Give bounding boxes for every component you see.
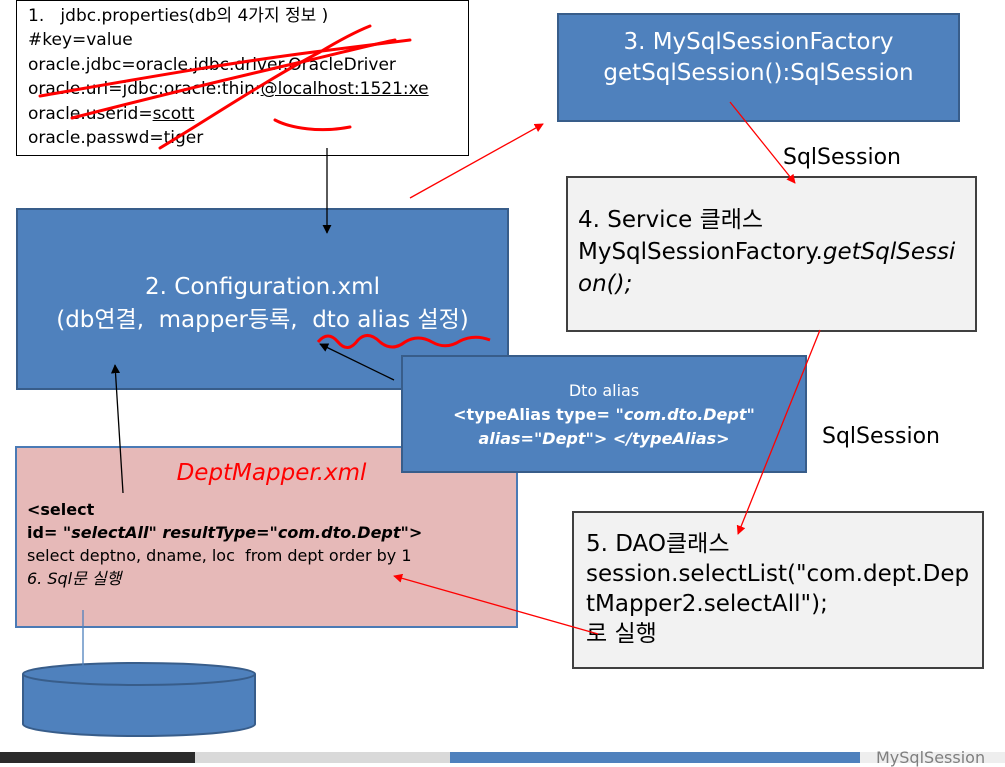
configuration-box: 2. Configuration.xml (db연결, mapper등록, dt… [16, 208, 509, 390]
dao-call-line-3: 로 실행 [586, 621, 657, 647]
properties-line-6: oracle.passwd=tiger [28, 128, 204, 149]
userid-key: oracle.userid= [28, 103, 153, 124]
mapper-select-attrs: id= "selectAll" resultType="com.dto.Dept… [27, 521, 516, 544]
service-call-line: MySqlSessionFactory.getSqlSessi [578, 236, 969, 268]
database-icon [22, 662, 256, 737]
mapper-select-open: <select [27, 500, 95, 519]
mapper-title: DeptMapper.xml [176, 460, 367, 486]
properties-line-1: 1. jdbc.properties(db의 4가지 정보 ) [28, 6, 329, 26]
dto-type-line: <typeAlias type= "com.dto.Dept" [403, 403, 805, 427]
mapper-id-value: "selectAll" resultType="com.dto.Dept" [62, 523, 409, 542]
sqlsession-label-middle: SqlSession [822, 424, 940, 449]
url-host-link[interactable]: @localhost:1521:xe [260, 79, 429, 100]
mapper-tag-close: > [408, 523, 423, 542]
service-title: 4. Service 클래스 [578, 207, 764, 233]
factory-method: getSqlSession():SqlSession [603, 60, 914, 86]
mapper-sql-note: 6. Sql문 실행 [27, 569, 122, 588]
factory-title: 3. MySqlSessionFactory [623, 29, 894, 55]
properties-line-2: #key=value [28, 30, 133, 51]
dto-title: Dto alias [568, 381, 640, 400]
dao-call-line-1: session.selectList("com.dept.Dep [586, 561, 970, 587]
dao-box: 5. DAO클래스 session.selectList("com.dept.D… [572, 511, 984, 669]
service-call-method: getSqlSessi [822, 239, 956, 265]
configuration-description: (db연결, mapper등록, dto alias 설정) [56, 307, 469, 333]
dao-call-line-2: tMapper2.selectAll"); [586, 591, 828, 617]
userid-value: scott [152, 103, 195, 124]
sqlsession-label-top: SqlSession [783, 145, 901, 170]
bottom-partial-text: MySqlSession [876, 748, 986, 767]
service-box: 4. Service 클래스 MySqlSessionFactory.getSq… [566, 176, 977, 332]
properties-line-4: oracle.url=jdbc:oracle:thin:@localhost:1… [28, 77, 468, 101]
properties-box: 1. jdbc.properties(db의 4가지 정보 ) #key=val… [16, 0, 469, 156]
service-call-end: on(); [578, 271, 633, 297]
properties-line-3: oracle.jdbc=oracle.jdbc.driver.OracleDri… [28, 54, 396, 75]
dto-type-prefix: <typeAlias type= [453, 405, 616, 424]
properties-line-5: oracle.userid=scott [28, 102, 468, 126]
mapper-id-key: id= [27, 523, 63, 542]
dto-type-value: "com.dto.Dept" [615, 405, 755, 424]
dto-alias-line: alias="Dept"> </typeAlias> [478, 429, 730, 448]
dto-alias-box: Dto alias <typeAlias type= "com.dto.Dept… [401, 355, 807, 473]
mapper-box: DeptMapper.xml <select id= "selectAll" r… [15, 446, 518, 628]
url-prefix: oracle.url=jdbc:oracle:thin: [28, 79, 261, 100]
bottom-window-strip [0, 752, 1005, 763]
factory-box: 3. MySqlSessionFactory getSqlSession():S… [557, 13, 960, 122]
configuration-title: 2. Configuration.xml [145, 274, 380, 300]
service-call-prefix: MySqlSessionFactory. [578, 239, 823, 265]
dao-title: 5. DAO클래스 [586, 531, 730, 557]
mapper-sql: select deptno, dname, loc from dept orde… [27, 546, 412, 565]
